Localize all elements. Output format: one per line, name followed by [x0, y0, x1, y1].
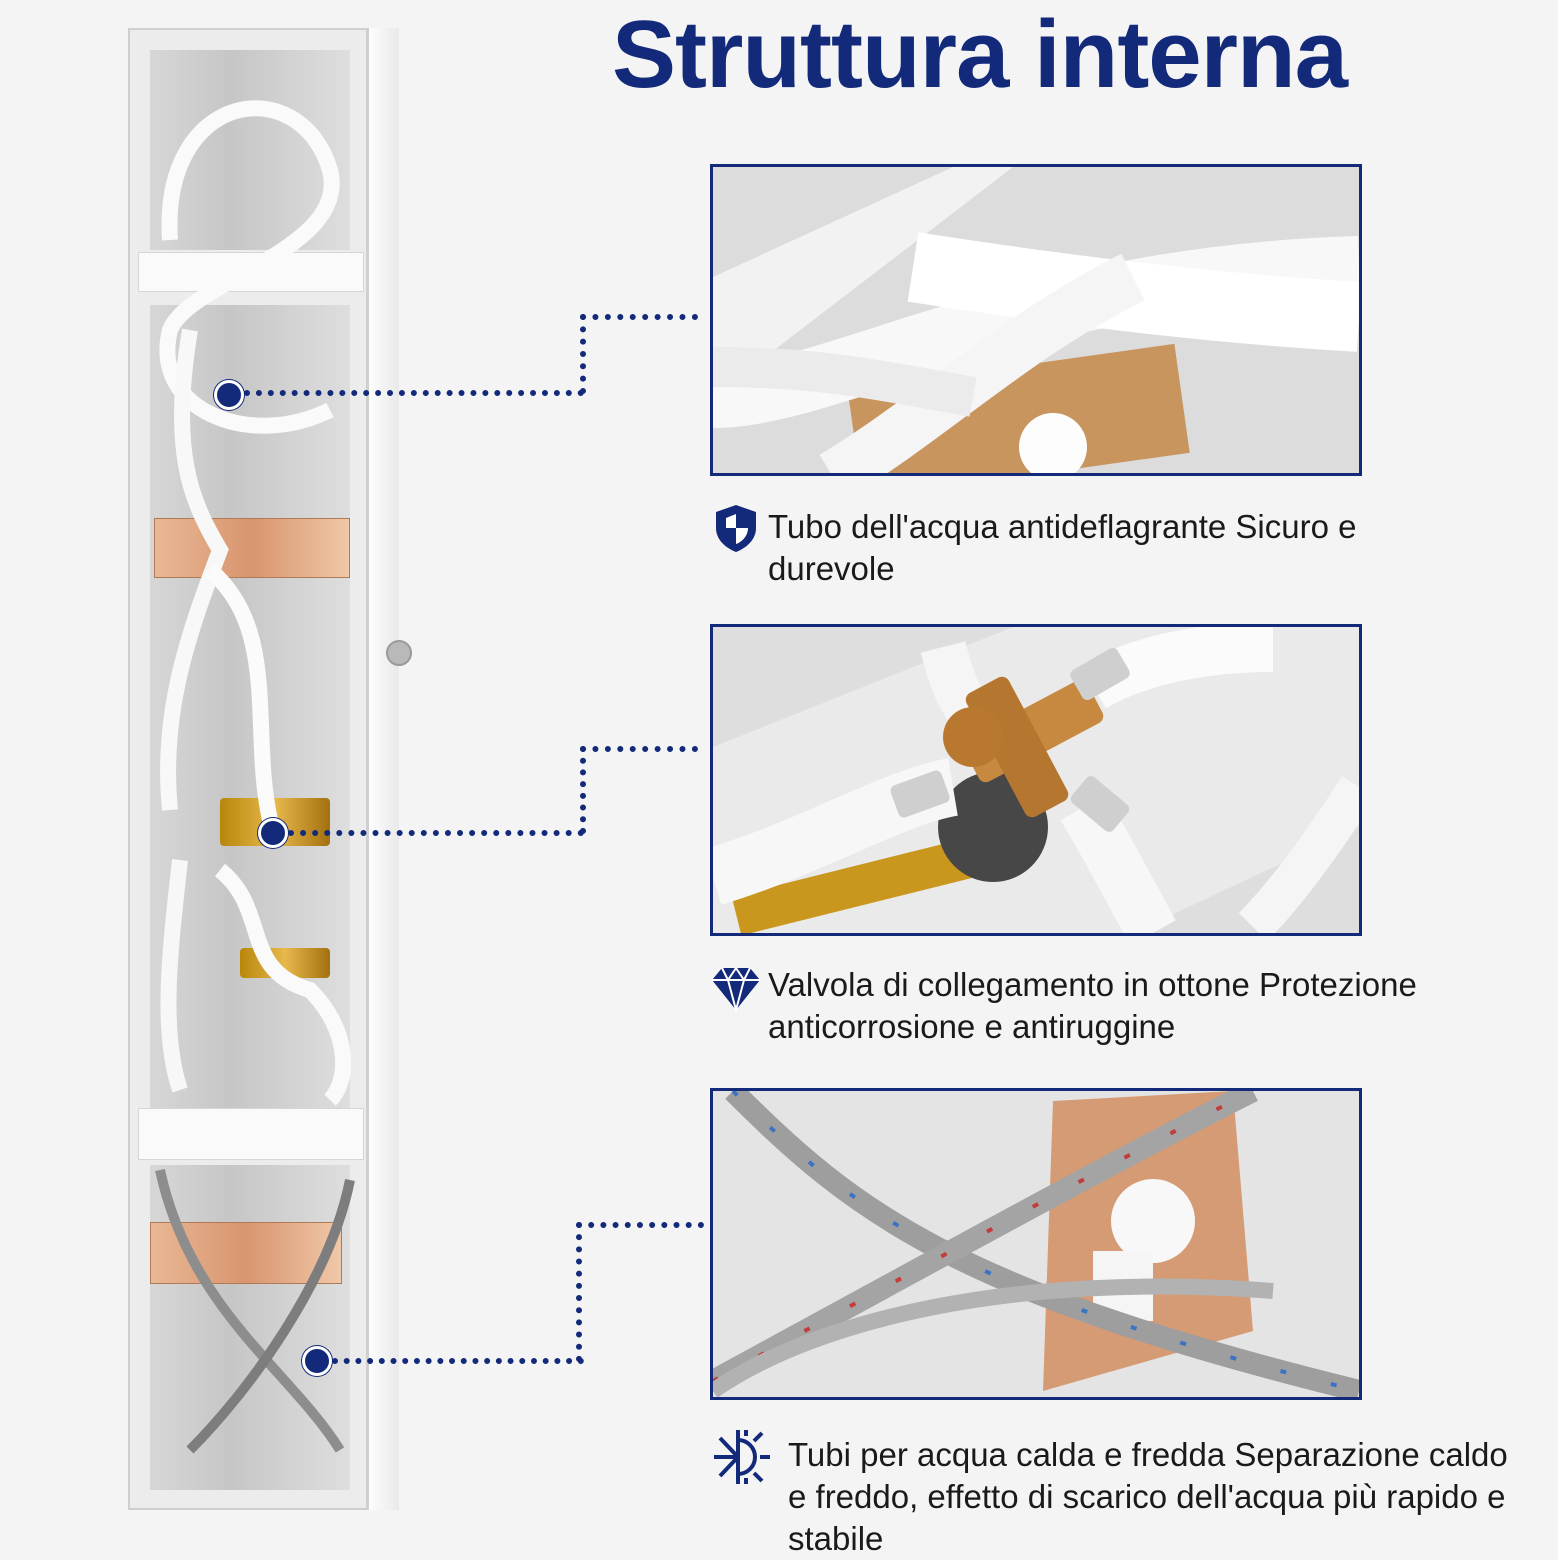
cabinet-side-hole: [386, 640, 412, 666]
callout-line: [288, 830, 584, 836]
callout-line: [580, 746, 698, 752]
callout-line: [580, 314, 586, 394]
feature-text: Tubi per acqua calda e fredda Separazion…: [788, 1436, 1508, 1557]
shield-icon: [716, 505, 756, 552]
feature-text: Tubo dell'acqua antideflagrante Sicuro e…: [768, 508, 1357, 587]
cabinet-front: [128, 28, 368, 1510]
copper-bracket: [154, 518, 350, 578]
callout-dot: [302, 1346, 332, 1376]
detail-photo-hose: [710, 164, 1362, 476]
hoses-illustration: [155, 100, 355, 1454]
cabinet-side: [368, 28, 399, 1510]
cabinet-compartment-bottom: [150, 1165, 350, 1490]
page-title: Struttura interna: [612, 1, 1348, 108]
callout-dot: [214, 380, 244, 410]
copper-bracket: [150, 1222, 342, 1284]
diamond-icon: [712, 966, 760, 1014]
cabinet-shelf: [138, 1108, 364, 1160]
callout-line: [332, 1358, 584, 1364]
callout-dot: [258, 818, 288, 848]
detail-photo-braided-hoses: [710, 1088, 1362, 1400]
snowflake-sun-icon: [714, 1430, 770, 1484]
shower-panel-cabinet-illustration: [128, 28, 412, 1510]
detail-photo-brass-valve: [710, 624, 1362, 936]
callout-line: [580, 314, 698, 320]
callout-line: [244, 390, 584, 396]
callout-line: [576, 1222, 704, 1228]
callout-line: [580, 746, 586, 834]
feature-text: Valvola di collegamento in ottone Protez…: [768, 966, 1417, 1045]
cabinet-shelf: [138, 252, 364, 292]
callout-line: [576, 1222, 582, 1362]
